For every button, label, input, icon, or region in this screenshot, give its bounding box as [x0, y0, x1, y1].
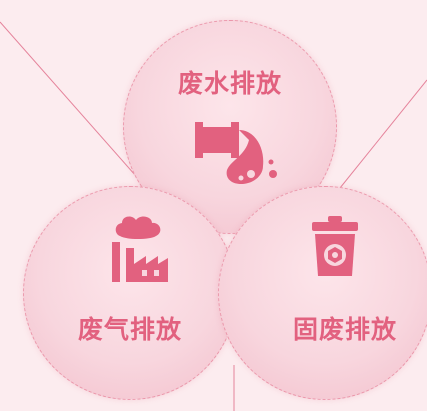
- solid-waste-label: 固废排放: [292, 315, 397, 344]
- connector-line-left: [0, 21, 144, 185]
- factory-smoke-icon: [112, 216, 168, 282]
- trash-bin-icon: [312, 216, 358, 276]
- solid-waste-circle: [218, 186, 427, 400]
- wastewater-label: 废水排放: [177, 69, 282, 98]
- wastewater-pipe-icon: [195, 122, 277, 184]
- exhaust-gas-label: 废气排放: [77, 315, 182, 344]
- connector-line-right: [339, 79, 427, 189]
